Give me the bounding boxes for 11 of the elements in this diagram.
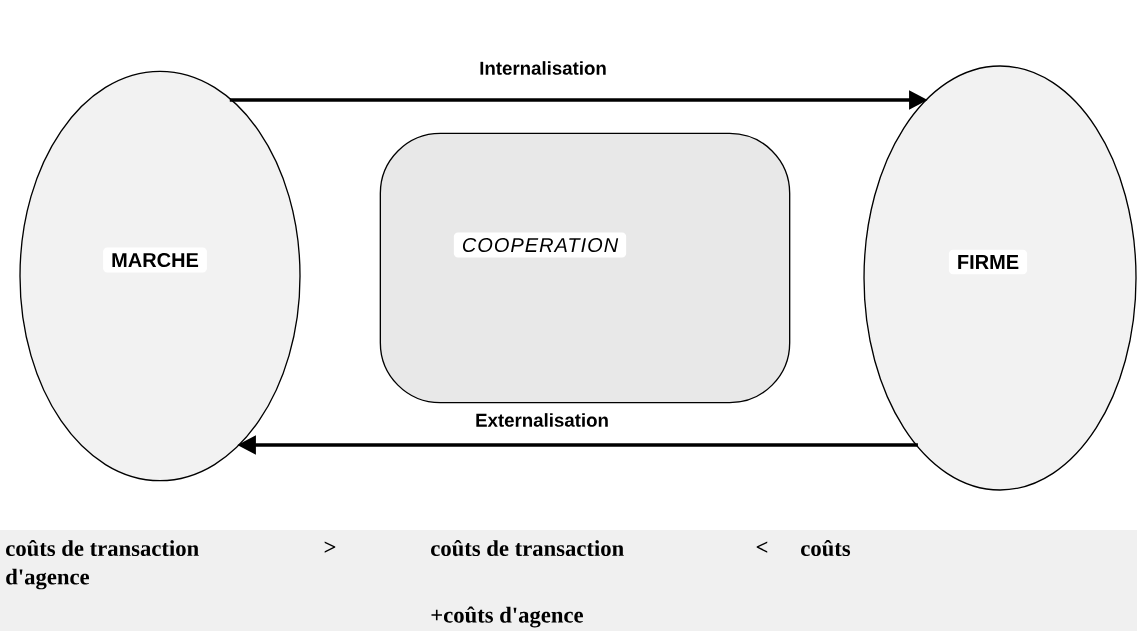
- node-label: COOPERATION: [453, 232, 627, 258]
- cost-text: coûts de transaction: [6, 539, 199, 557]
- cost-text: >: [324, 541, 336, 553]
- cost-text: coûts de transaction: [431, 539, 624, 557]
- cost-text: <: [756, 541, 768, 553]
- edge-label: Internalisation: [480, 61, 606, 75]
- cost-text: d'agence: [6, 568, 90, 590]
- cost-text: coûts: [801, 539, 851, 557]
- cost-text: +coûts d'agence: [431, 606, 583, 628]
- edge-label: Externalisation: [476, 413, 608, 427]
- node-label: MARCHE: [103, 247, 207, 273]
